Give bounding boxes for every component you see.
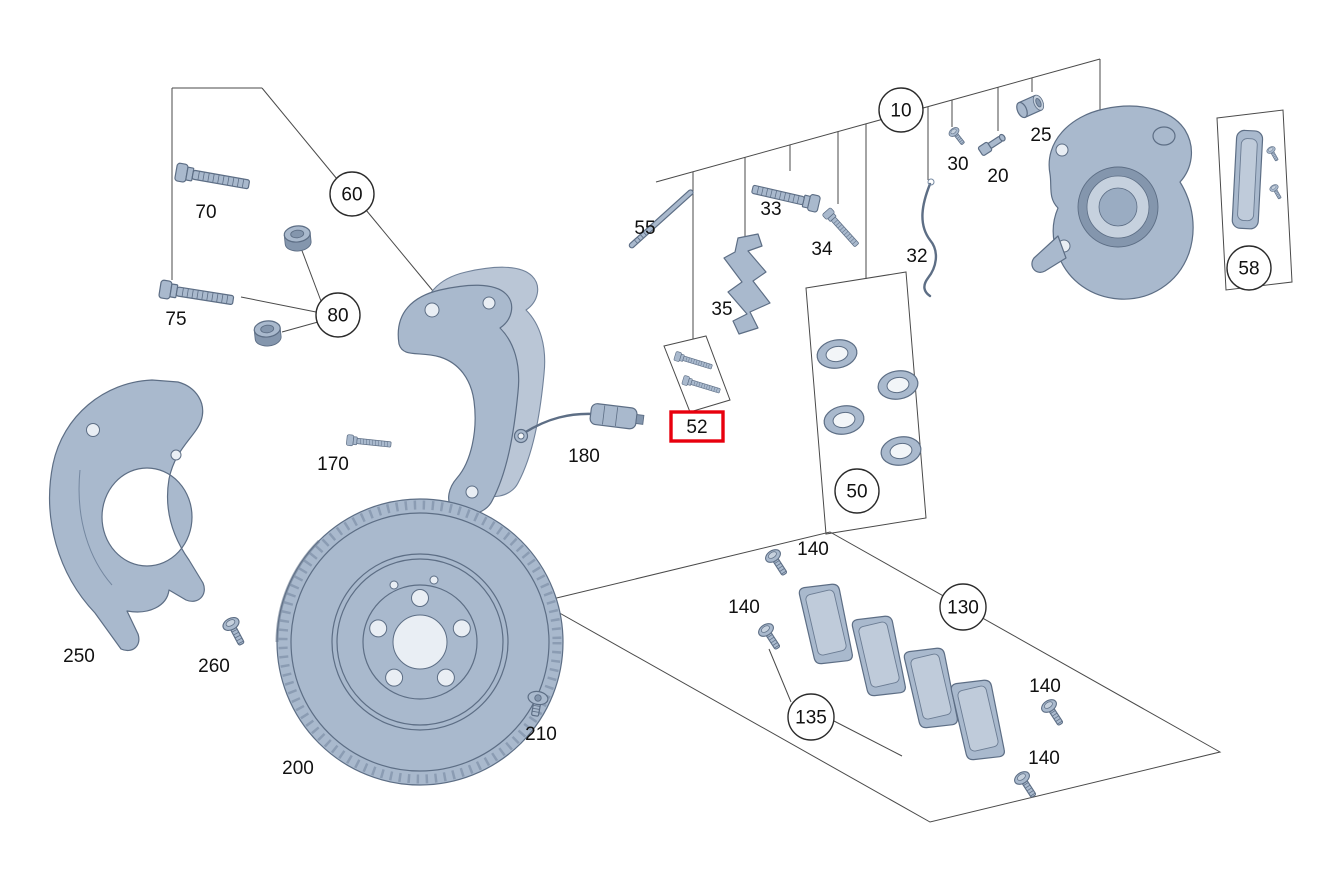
part-bolt-75 [158,279,236,310]
part-caliper-carrier [397,266,546,516]
callout-58[interactable]: 58 [1226,245,1272,291]
part-bolt-140c [1038,696,1069,730]
callout-60[interactable]: 60 [329,171,375,217]
label-200[interactable]: 200 [282,758,314,779]
label-33[interactable]: 33 [760,199,781,220]
svg-text:80: 80 [327,306,348,327]
part-disc-screw-210 [527,690,549,717]
svg-text:50: 50 [846,482,867,503]
label-55[interactable]: 55 [634,218,655,239]
label-30[interactable]: 30 [947,154,968,175]
part-bolt-140a [762,546,793,580]
label-210[interactable]: 210 [525,724,557,745]
highlight-52[interactable]: 52 [669,410,725,443]
part-pin-30 [946,125,968,148]
label-140-c[interactable]: 140 [1029,676,1061,697]
callout-130[interactable]: 130 [939,583,987,631]
label-34[interactable]: 34 [811,239,833,260]
label-140-b[interactable]: 140 [728,597,760,618]
part-seal-rings-50 [814,336,924,469]
label-52: 52 [686,417,707,438]
label-20[interactable]: 20 [987,166,1008,187]
part-spring-wire-32 [921,178,938,298]
bolt-52-box [663,335,731,413]
callout-80[interactable]: 80 [315,292,361,338]
label-32[interactable]: 32 [906,246,927,267]
svg-text:135: 135 [795,708,827,729]
part-bolt-140b [755,620,786,654]
part-bolt-140d [1011,768,1042,802]
svg-text:130: 130 [947,598,979,619]
part-bolt-260 [220,614,250,649]
label-250[interactable]: 250 [63,646,95,667]
part-pad-spring-35 [723,233,771,335]
part-shim-kit-58 [1231,129,1285,230]
part-splash-shield [49,379,205,652]
seal-kit-box [805,271,927,535]
part-guide-pin-55 [628,189,694,249]
svg-text:10: 10 [890,101,911,122]
part-sleeve-25 [1016,94,1045,119]
label-180[interactable]: 180 [568,446,600,467]
label-140-a[interactable]: 140 [797,539,829,560]
label-140-d[interactable]: 140 [1028,748,1060,769]
part-locknut-upper [282,224,313,253]
part-locknut-lower [252,319,283,348]
svg-text:60: 60 [341,185,362,206]
label-170[interactable]: 170 [317,454,349,475]
svg-text:58: 58 [1238,259,1259,280]
part-brake-caliper [1031,105,1194,300]
label-75[interactable]: 75 [165,309,186,330]
callout-135[interactable]: 135 [787,693,835,741]
label-25[interactable]: 25 [1030,125,1051,146]
callout-50[interactable]: 50 [834,468,880,514]
callout-10[interactable]: 10 [878,87,924,133]
label-260[interactable]: 260 [198,656,230,677]
part-bolt-170 [345,434,392,451]
label-70[interactable]: 70 [195,202,216,223]
label-35[interactable]: 35 [711,299,732,320]
part-fitting-20 [977,133,1006,156]
highlight-box [669,410,725,443]
part-brake-disc [275,498,564,786]
part-wear-sensor-180 [513,403,645,444]
brake-pad-box [538,531,1222,823]
shim-kit-box [1216,109,1293,291]
part-bolt-70 [173,162,252,194]
leader-lines [171,58,1293,823]
